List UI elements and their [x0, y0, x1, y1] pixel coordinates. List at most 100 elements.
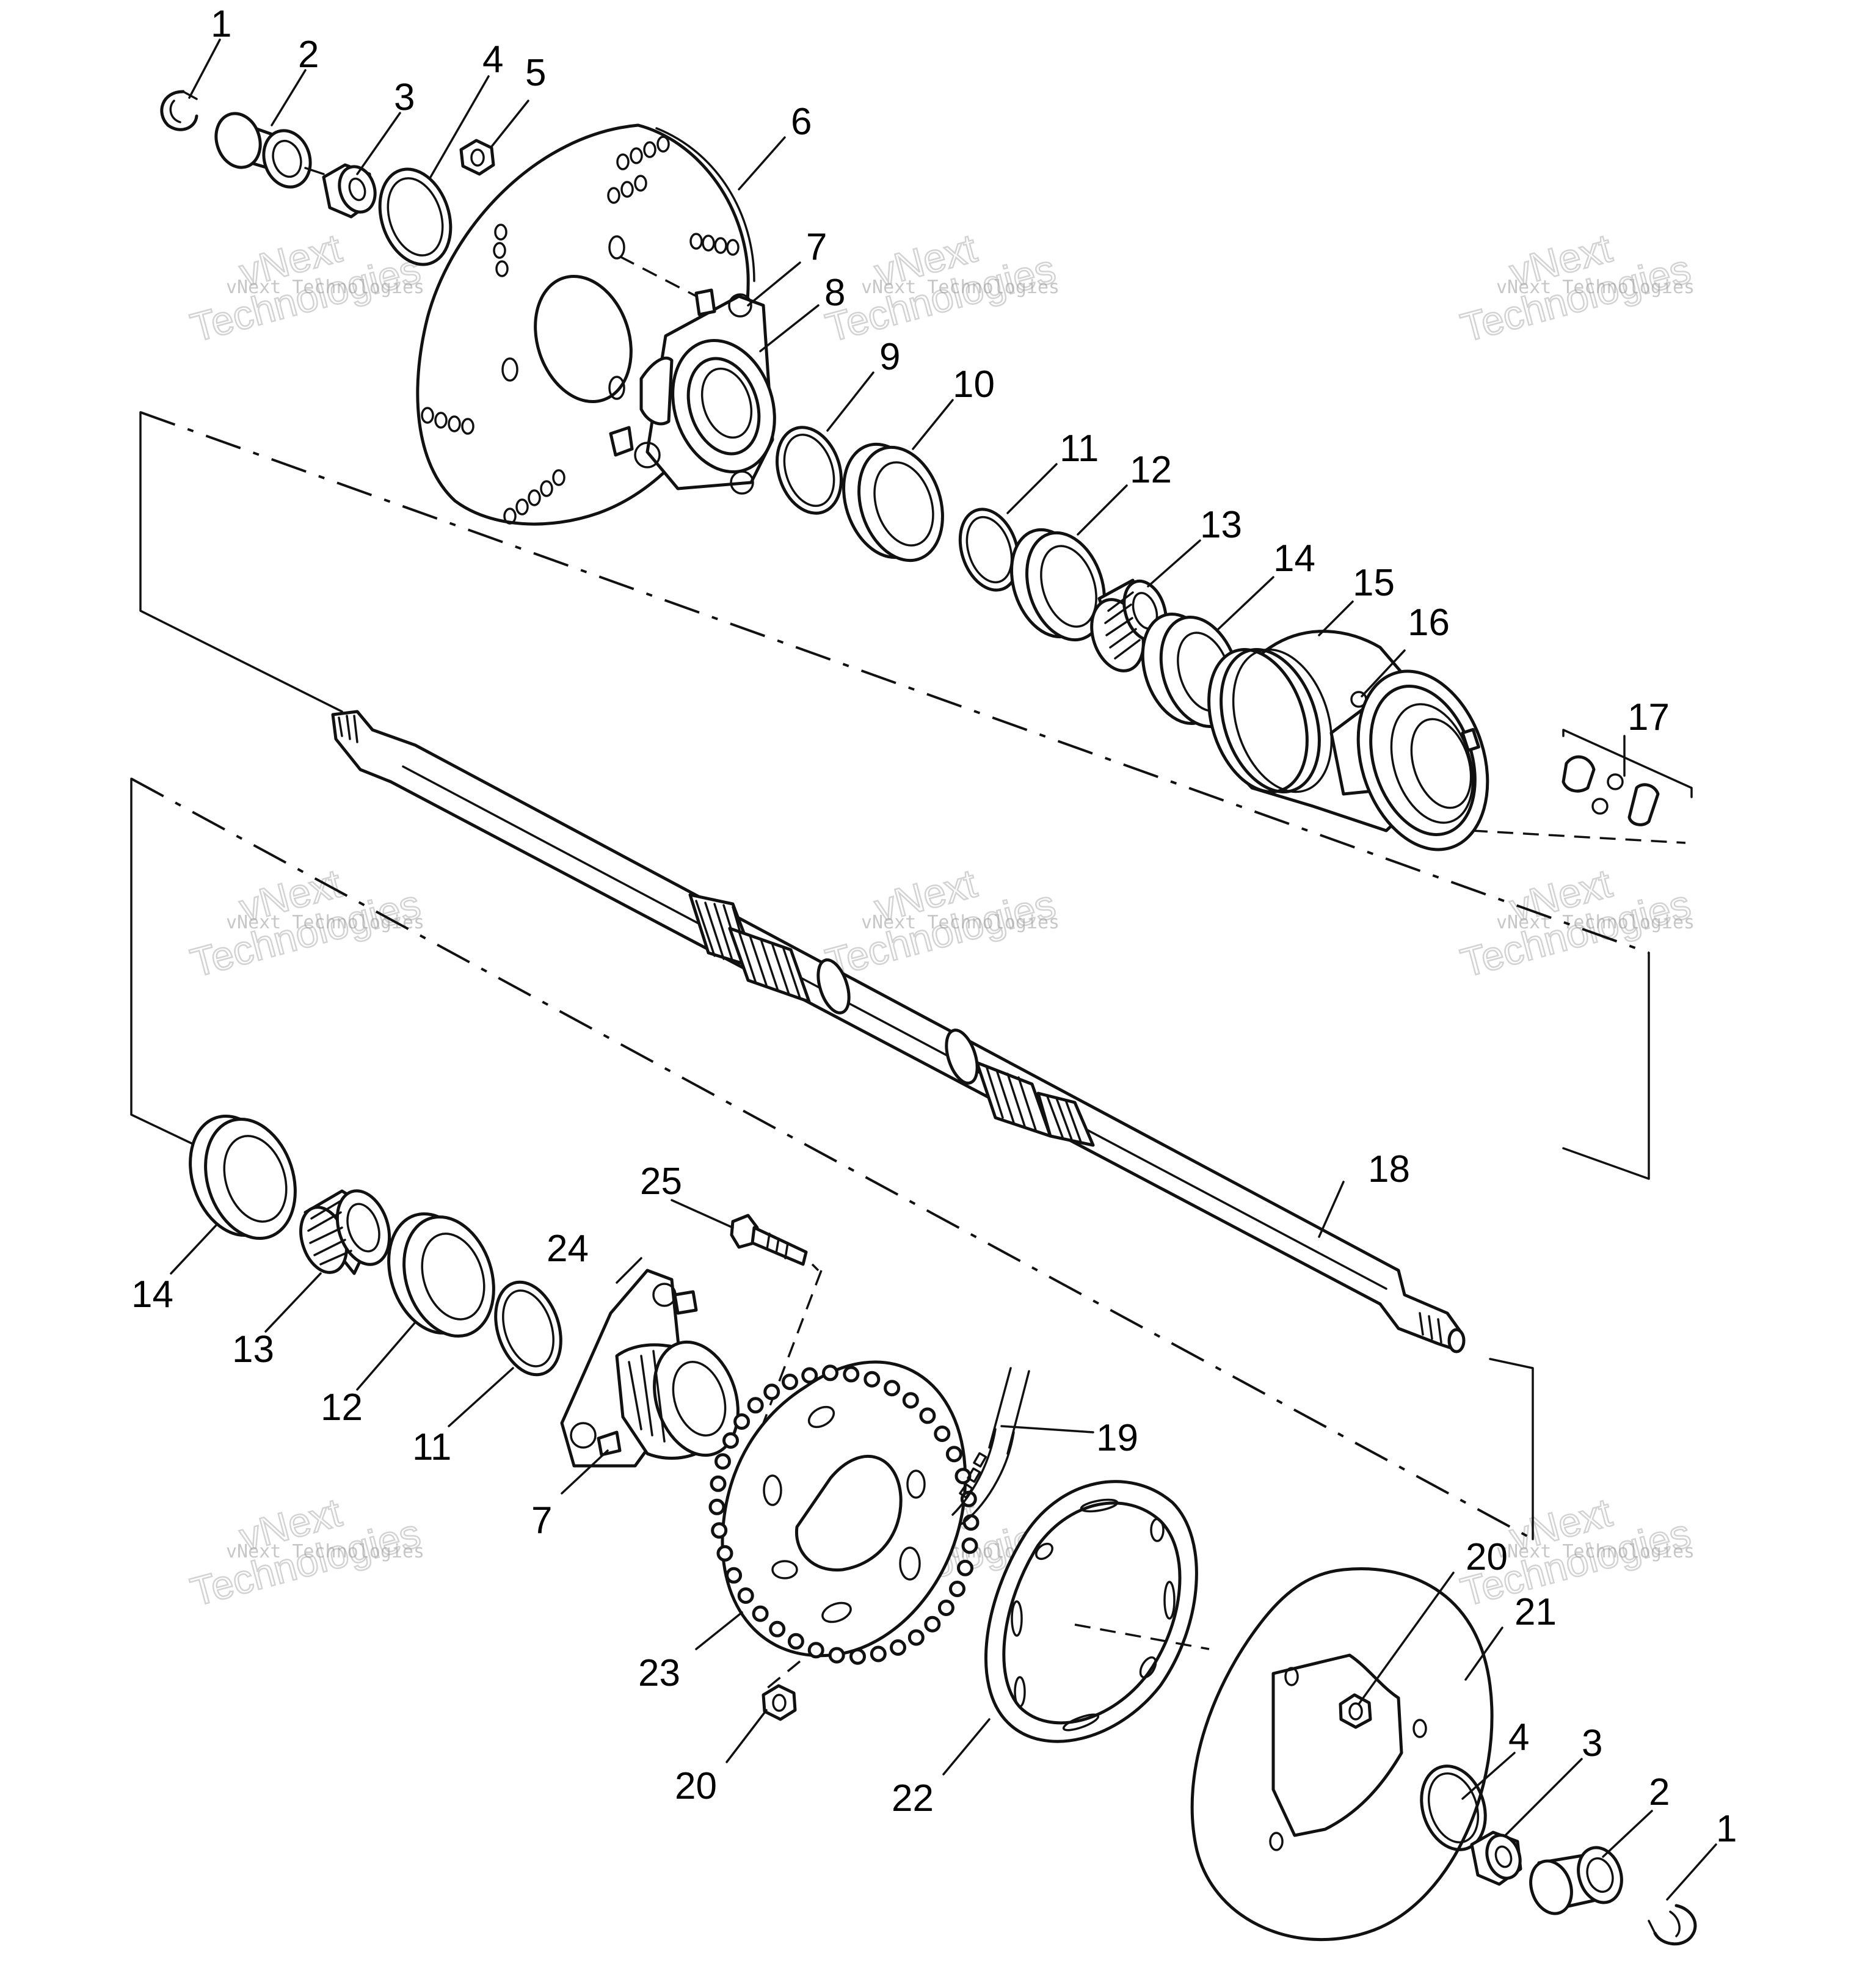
svg-text:vNext Technologies: vNext Technologies — [226, 1541, 424, 1562]
watermark-top-center: vNext Technologies vNext Technologies — [820, 224, 1061, 351]
bearing-race-12-bottom — [387, 1212, 495, 1338]
callout-10: 10 — [953, 363, 995, 406]
snap-ring-9 — [775, 426, 843, 515]
callout-12-top: 12 — [1130, 449, 1172, 491]
callout-9: 9 — [879, 336, 900, 378]
adjuster-plate-17 — [1562, 729, 1693, 826]
callout-16: 16 — [1408, 602, 1450, 644]
assembly-guide-lines — [130, 411, 1686, 1540]
svg-text:vNext Technologies: vNext Technologies — [1496, 912, 1695, 933]
sprocket-tooth — [843, 1366, 860, 1383]
svg-text:vNext Technologies: vNext Technologies — [1496, 1541, 1695, 1562]
sprocket-tooth — [902, 1392, 919, 1409]
washer-11-top — [958, 508, 1020, 592]
callout-3-bottom: 3 — [1582, 1722, 1602, 1765]
callout-2-top: 2 — [298, 34, 319, 76]
sprocket-tooth — [870, 1645, 887, 1663]
seal-10 — [842, 442, 944, 563]
bolt-25 — [730, 1214, 823, 1424]
sprocket-tooth — [890, 1639, 906, 1656]
watermark-bottom-left: vNext Technologies vNext Technologies — [185, 1488, 426, 1615]
bearing-race-14-bottom — [189, 1114, 297, 1240]
callout-20-bottom: 20 — [675, 1765, 717, 1807]
callout-24: 24 — [547, 1228, 589, 1270]
sprocket-tooth — [763, 1383, 780, 1400]
sprocket-tooth — [752, 1605, 769, 1622]
svg-text:vNext Technologies: vNext Technologies — [861, 912, 1060, 933]
sprocket-tooth — [828, 1647, 845, 1664]
callout-21: 21 — [1514, 1591, 1557, 1633]
callout-1-bottom: 1 — [1716, 1808, 1737, 1850]
sprocket-hub-24 — [560, 1269, 740, 1468]
callout-14-bottom: 14 — [131, 1273, 173, 1316]
callout-22: 22 — [892, 1777, 934, 1819]
sprocket-tooth — [957, 1559, 973, 1576]
sprocket-tooth — [708, 1498, 725, 1515]
svg-text:vNext Technologies: vNext Technologies — [226, 277, 424, 298]
sprocket-tooth — [937, 1600, 954, 1616]
callout-20-right: 20 — [1466, 1536, 1508, 1578]
svg-text:vNext Technologies: vNext Technologies — [226, 912, 424, 933]
sprocket-tooth — [849, 1648, 866, 1665]
callout-4-top: 4 — [482, 38, 503, 81]
sprocket-tooth — [769, 1620, 786, 1637]
callout-7-top: 7 — [806, 226, 827, 268]
sprocket-tooth — [714, 1453, 731, 1470]
callout-1-top: 1 — [211, 3, 231, 45]
sprocket-tooth — [961, 1537, 978, 1554]
callout-19: 19 — [1096, 1417, 1138, 1459]
sprocket-tooth — [716, 1545, 733, 1562]
hub-flange-top — [609, 288, 776, 495]
sprocket-tooth — [801, 1367, 818, 1384]
callout-2-bottom: 2 — [1649, 1771, 1670, 1813]
sprocket-tooth — [907, 1629, 925, 1646]
callout-17: 17 — [1627, 696, 1670, 738]
sprocket-tooth — [733, 1413, 751, 1430]
sprocket-tooth — [863, 1371, 881, 1388]
sprocket-23 — [708, 1360, 980, 1690]
sprocket-tooth — [954, 1468, 972, 1485]
callout-7-bottom: 7 — [531, 1499, 552, 1542]
sprocket-tooth — [884, 1380, 901, 1397]
callout-25: 25 — [640, 1160, 682, 1203]
watermark-middle-right: vNext Technologies vNext Technologies — [1455, 859, 1696, 986]
callout-3-top: 3 — [394, 76, 415, 118]
snap-ring-top — [160, 90, 198, 131]
callout-14-top: 14 — [1273, 537, 1315, 580]
brake-disc-bottom — [1190, 1567, 1494, 1942]
nut-small-top — [459, 139, 495, 176]
callout-4-bottom: 4 — [1508, 1716, 1529, 1758]
sprocket-tooth — [782, 1374, 798, 1390]
callout-11-top: 11 — [1060, 428, 1099, 470]
tapered-bearing-13-top — [1090, 578, 1168, 672]
bearing-race-12-top — [1010, 528, 1106, 642]
axle-cap-top — [214, 112, 325, 189]
sprocket-tooth — [722, 1432, 739, 1449]
sprocket-tooth — [711, 1522, 728, 1539]
rear-axle-18 — [331, 710, 1466, 1353]
callout-12-bottom: 12 — [321, 1386, 363, 1429]
callout-18: 18 — [1368, 1148, 1410, 1190]
callout-6: 6 — [791, 101, 812, 143]
callout-labels: 1 2 3 4 5 6 7 8 9 10 11 12 13 14 15 16 1… — [131, 3, 1737, 1850]
nut-20-bottom — [762, 1684, 797, 1721]
drive-chain-19 — [951, 1367, 1030, 1525]
svg-text:vNext Technologies: vNext Technologies — [1496, 277, 1695, 298]
callout-11-bottom: 11 — [412, 1426, 451, 1468]
watermark-top-right: vNext Technologies vNext Technologies — [1455, 224, 1696, 351]
sprocket-tooth — [822, 1364, 838, 1382]
sprocket-tooth — [737, 1587, 754, 1604]
sprocket-tooth — [747, 1397, 764, 1414]
svg-text:vNext Technologies: vNext Technologies — [861, 277, 1060, 298]
brake-ring-22 — [984, 1480, 1210, 1743]
callout-13-top: 13 — [1200, 504, 1242, 546]
washer-top — [378, 167, 453, 266]
callout-23: 23 — [638, 1652, 680, 1694]
washer-bottom — [1420, 1765, 1487, 1851]
callout-13-bottom: 13 — [232, 1328, 274, 1371]
castle-nut-bottom — [1470, 1830, 1522, 1886]
sprocket-tooth — [949, 1581, 965, 1597]
watermark-top-left: vNext Technologies vNext Technologies — [185, 224, 426, 351]
callout-5: 5 — [525, 52, 546, 94]
castle-nut-top — [322, 163, 377, 219]
